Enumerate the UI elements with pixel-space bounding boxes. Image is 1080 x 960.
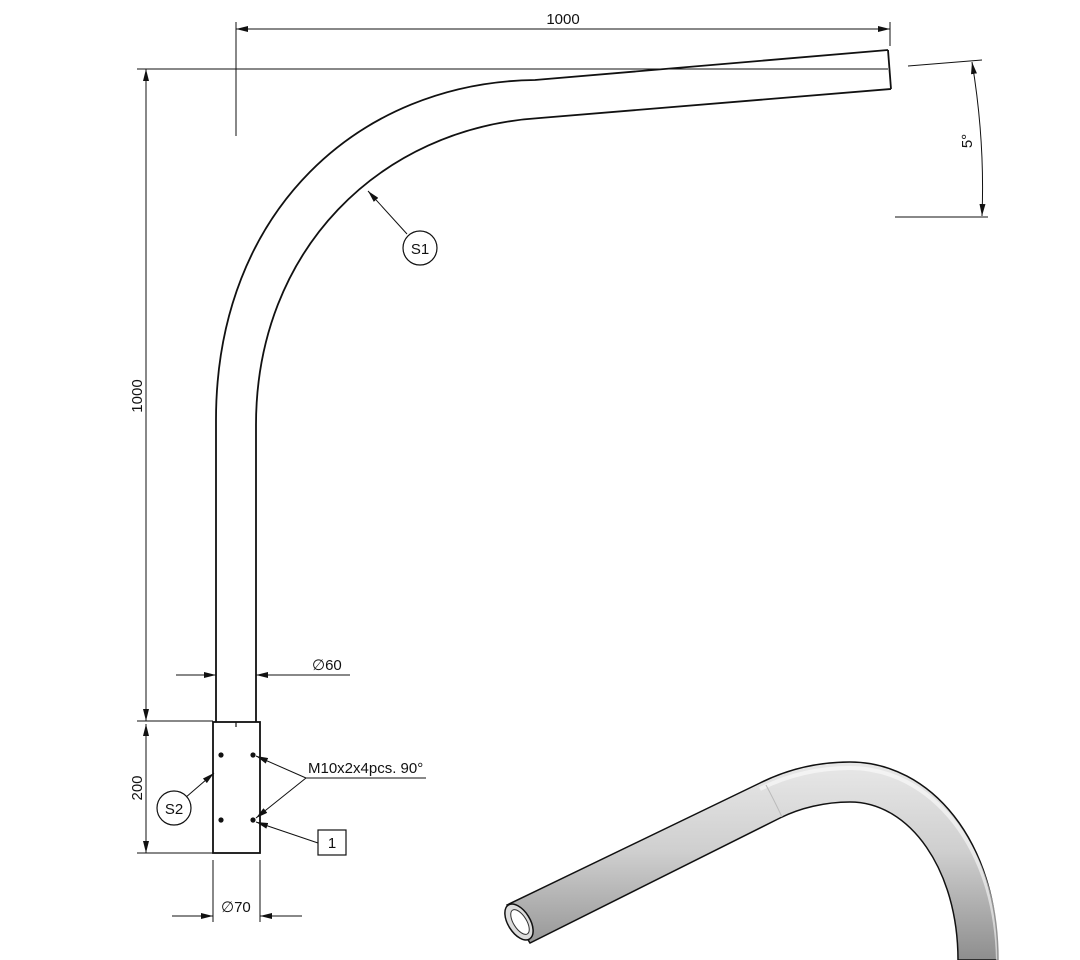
sleeve	[212, 721, 261, 854]
bolt-hole	[218, 752, 224, 758]
dimension-pipe-diameter-label: ∅60	[312, 657, 342, 674]
dimension-top-width-label: 1000	[546, 11, 579, 28]
dimension-sleeve-diameter	[172, 860, 302, 922]
dimension-pipe-diameter	[176, 672, 350, 722]
tube-3d-render	[504, 761, 1000, 960]
dimension-vertical-height-label: 1000	[129, 379, 146, 412]
dimension-angle	[895, 59, 988, 218]
callout-item-1-label: 1	[328, 835, 336, 852]
dimension-sleeve-diameter-label: ∅70	[221, 899, 251, 916]
pipe-inner-edge	[255, 88, 892, 722]
callout-holes-label: M10x2x4pcs. 90°	[308, 760, 423, 777]
dimension-angle-label: 5°	[959, 134, 976, 148]
dimension-vertical-height	[137, 69, 213, 722]
callout-holes	[255, 755, 426, 819]
dimension-sleeve-height-label: 200	[129, 775, 146, 800]
dimension-sleeve-height	[137, 724, 213, 854]
callout-s2: S2	[156, 772, 215, 826]
bolt-hole	[218, 817, 224, 823]
callout-s2-label: S2	[165, 801, 183, 818]
bolt-hole	[250, 817, 256, 823]
callout-s1: S1	[367, 190, 438, 266]
sleeve-body	[212, 721, 261, 854]
dimension-top-width	[235, 22, 891, 136]
pipe-end-cap	[887, 49, 892, 90]
pipe-outer-edge	[215, 49, 889, 722]
bolt-hole	[250, 752, 256, 758]
callout-item-1: 1	[255, 821, 347, 856]
pipe-outline	[215, 49, 892, 722]
callout-s1-label: S1	[411, 241, 429, 258]
